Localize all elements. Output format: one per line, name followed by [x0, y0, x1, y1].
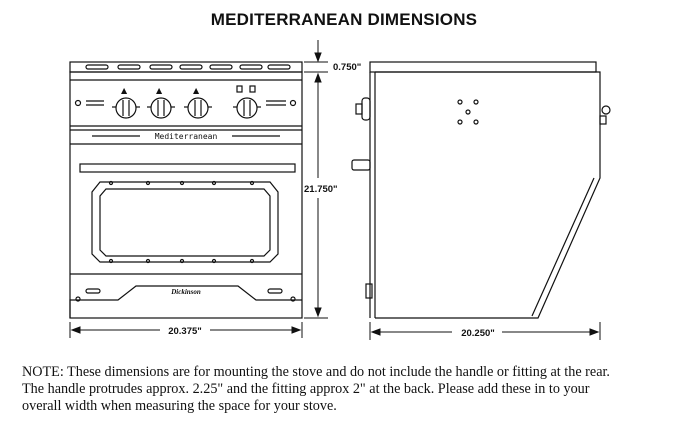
dimension-drawing: ▲ ▲ ▲ Mediterranean	[69, 40, 611, 340]
page-title: MEDITERRANEAN DIMENSIONS	[210, 10, 478, 29]
brand-label: Mediterranean	[155, 132, 218, 141]
control-panel: ▲ ▲ ▲ Mediterranean	[70, 85, 302, 145]
height-dimension: 21.750"	[304, 71, 338, 319]
oven-handle	[79, 163, 296, 173]
cooktop-rail	[69, 61, 303, 73]
knob-3	[184, 97, 212, 119]
rear-fitting	[599, 105, 611, 125]
note-line-3: overall width when measuring the space f…	[22, 398, 337, 414]
depth-dimension: 20.250"	[369, 322, 601, 340]
burner-indicator-icon: ▲	[121, 86, 128, 95]
width-label: 20.375"	[168, 326, 202, 337]
burner-indicator-icon: ▲	[156, 86, 163, 95]
knob-1	[112, 97, 140, 119]
burner-grate-slots	[85, 64, 291, 70]
oven-indicator-icon	[249, 85, 256, 93]
knob-2	[147, 97, 175, 119]
logo-badge: Dickinson	[170, 288, 201, 296]
front-view: ▲ ▲ ▲ Mediterranean	[69, 61, 303, 319]
mounting-note: NOTE: These dimensions are for mounting …	[22, 364, 672, 415]
top-dimension: 0.750"	[304, 40, 361, 73]
burner-indicator-icon: ▲	[193, 86, 200, 95]
kick-panel: Dickinson	[69, 273, 302, 318]
oven-window	[91, 180, 279, 264]
knob-profile	[355, 97, 371, 121]
depth-label: 20.250"	[461, 328, 495, 339]
top-label: 0.750"	[333, 62, 361, 73]
note-line-1: NOTE: These dimensions are for mounting …	[22, 364, 610, 380]
knob-4	[233, 97, 261, 119]
stove-body	[69, 71, 303, 319]
width-dimension: 20.375"	[69, 322, 303, 338]
height-label: 21.750"	[304, 184, 338, 195]
side-view	[351, 61, 611, 319]
vent-holes	[457, 99, 479, 125]
handle-profile	[351, 159, 371, 171]
note-line-2: The handle protrudes approx. 2.25" and t…	[22, 381, 590, 397]
oven-indicator-icon	[236, 85, 243, 93]
